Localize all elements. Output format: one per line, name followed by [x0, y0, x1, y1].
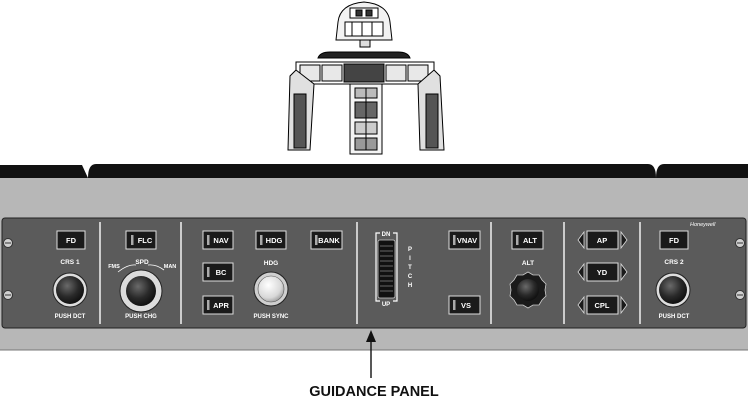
bc-label: BC	[216, 268, 227, 277]
crs1-label: CRS 1	[60, 259, 80, 266]
yd-right-arrow-icon	[620, 262, 628, 282]
speed-section: FLC SPD FMS MAN PUSH CHG	[108, 230, 177, 320]
crs2-knob[interactable]	[655, 272, 691, 308]
crs1-knob[interactable]	[52, 272, 88, 308]
flc-annunciator-icon	[131, 235, 134, 245]
pitch-vertical-label: P I T C H	[408, 247, 413, 289]
alt-knob-label: ALT	[522, 260, 534, 267]
callout-arrow	[366, 330, 376, 378]
bank-annunciator-icon	[315, 235, 318, 245]
apr-button[interactable]: APR	[202, 295, 234, 315]
crs2-label: CRS 2	[664, 259, 684, 266]
pitch-letter-i: I	[409, 256, 411, 262]
pitch-letter-t: T	[408, 265, 412, 271]
fd-left-button[interactable]: FD	[56, 230, 86, 250]
flc-label: FLC	[138, 236, 153, 245]
pitch-dn-label: DN	[382, 232, 391, 238]
push-chg-label: PUSH CHG	[125, 314, 157, 320]
push-dct-right-label: PUSH DCT	[659, 314, 690, 320]
man-label: MAN	[164, 264, 177, 270]
left-course-section: FD CRS 1 PUSH DCT	[52, 230, 88, 320]
fms-arc-icon	[117, 264, 137, 273]
fd-left-label: FD	[66, 236, 77, 245]
vs-button[interactable]: VS	[448, 295, 481, 315]
cpl-right-arrow-icon	[620, 295, 628, 315]
man-arc-icon	[147, 264, 165, 271]
bc-annunciator-icon	[207, 267, 210, 277]
hdg-button-label: HDG	[266, 236, 283, 245]
ap-button[interactable]: AP	[577, 230, 628, 250]
push-sync-label: PUSH SYNC	[253, 314, 289, 320]
vnav-annunciator-icon	[453, 235, 456, 245]
fd-right-label: FD	[669, 236, 680, 245]
honeywell-logo: Honeywell	[690, 222, 716, 228]
glareshield-bar	[0, 164, 748, 178]
cpl-button[interactable]: CPL	[577, 295, 628, 315]
vs-label: VS	[461, 301, 471, 310]
alt-button-label: ALT	[523, 236, 537, 245]
pitch-wheel[interactable]	[377, 239, 396, 299]
mounting-screws	[3, 238, 745, 300]
hdg-button[interactable]: HDG	[255, 230, 287, 250]
ap-right-arrow-icon	[620, 230, 628, 250]
cpl-label: CPL	[595, 301, 610, 310]
alt-button[interactable]: ALT	[511, 230, 544, 250]
yd-label: YD	[597, 268, 608, 277]
pitch-letter-p: P	[408, 247, 412, 253]
apr-label: APR	[213, 301, 229, 310]
alt-knob[interactable]	[509, 271, 547, 309]
yd-left-arrow-icon	[577, 262, 585, 282]
ap-section: AP YD CPL	[577, 230, 628, 315]
vnav-button[interactable]: VNAV	[448, 230, 481, 250]
spd-label: SPD	[135, 259, 149, 266]
vnav-label: VNAV	[457, 236, 477, 245]
pitch-letter-c: C	[408, 274, 413, 280]
vs-annunciator-icon	[453, 300, 456, 310]
hdg-knob-label: HDG	[264, 260, 278, 267]
ap-left-arrow-icon	[577, 230, 585, 250]
cockpit-overview-drawing	[287, 1, 445, 155]
guidance-panel-face	[1, 217, 747, 329]
pitch-section: DN UP P I T C H	[375, 230, 481, 315]
bank-label: BANK	[318, 236, 340, 245]
apr-annunciator-icon	[207, 300, 210, 310]
fms-label: FMS	[108, 264, 120, 270]
speed-knob[interactable]	[119, 269, 163, 313]
bank-button[interactable]: BANK	[310, 230, 343, 250]
hdg-knob[interactable]	[253, 271, 289, 307]
pitch-up-label: UP	[382, 302, 390, 308]
alt-section: ALT ALT	[509, 230, 547, 309]
bc-button[interactable]: BC	[202, 262, 234, 282]
guidance-panel-caption: GUIDANCE PANEL	[309, 384, 439, 400]
right-course-section: FD CRS 2 PUSH DCT	[655, 230, 691, 320]
lateral-section: NAV HDG BANK BC APR HDG PUSH SYNC	[202, 230, 343, 320]
nav-button[interactable]: NAV	[202, 230, 234, 250]
hdg-annunciator-icon	[260, 235, 263, 245]
nav-label: NAV	[213, 236, 228, 245]
push-dct-left-label: PUSH DCT	[55, 314, 86, 320]
alt-annunciator-icon	[516, 235, 519, 245]
pitch-letter-h: H	[408, 283, 412, 289]
cpl-left-arrow-icon	[577, 295, 585, 315]
flc-button[interactable]: FLC	[125, 230, 157, 250]
ap-label: AP	[597, 236, 607, 245]
section-dividers	[99, 222, 641, 324]
yd-button[interactable]: YD	[577, 262, 628, 282]
pitch-wheel-bracket-icon	[375, 232, 398, 302]
nav-annunciator-icon	[207, 235, 210, 245]
fd-right-button[interactable]: FD	[659, 230, 689, 250]
